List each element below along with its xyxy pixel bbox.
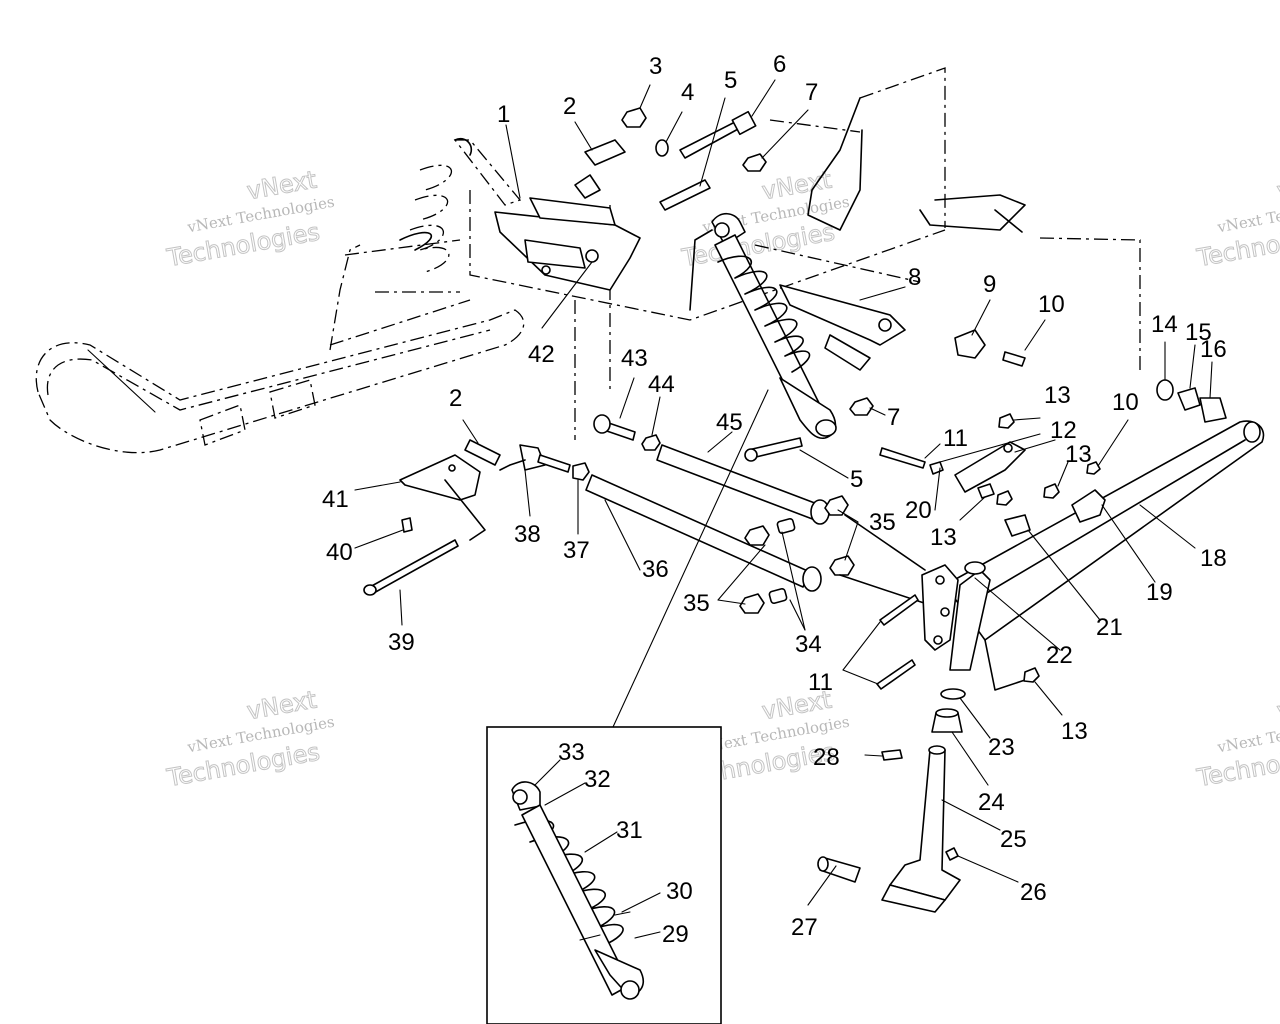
callout-label: 13 xyxy=(1061,718,1088,745)
watermark: vNext vNext Technologies Technologies xyxy=(679,165,851,273)
callout-label: 42 xyxy=(528,341,555,368)
callout-label: 12 xyxy=(1050,417,1077,444)
callout-label: 32 xyxy=(584,766,611,793)
callout-label: 35 xyxy=(683,590,710,617)
callout-label: 3 xyxy=(649,53,662,80)
callout-label: 25 xyxy=(1000,826,1027,853)
watermark: vNext vNext Technologies Technologies xyxy=(1194,165,1280,273)
callout-label: 7 xyxy=(805,79,818,106)
callout-label: 18 xyxy=(1200,545,1227,572)
callout-label: 41 xyxy=(322,486,349,513)
callout-label: 45 xyxy=(716,409,743,436)
spindle-assembly xyxy=(817,413,1106,913)
watermark-line: vNext Technologies xyxy=(1215,193,1280,237)
callout-label: 5 xyxy=(850,466,863,493)
inset-shock-detail xyxy=(486,726,722,1024)
arm-part-8 xyxy=(779,284,906,371)
callout-label: 27 xyxy=(791,914,818,941)
callout-label: 19 xyxy=(1146,579,1173,606)
callout-label: 44 xyxy=(648,371,675,398)
callout-label: 29 xyxy=(662,921,689,948)
callout-label: 10 xyxy=(1112,389,1139,416)
callout-label: 11 xyxy=(808,669,833,696)
callout-labels: 1 2 3 4 5 6 7 8 9 10 14 15 16 42 43 44 4… xyxy=(322,51,1227,948)
callout-label: 40 xyxy=(326,539,353,566)
callout-label: 1 xyxy=(497,101,510,128)
upper-bracket-part-1 xyxy=(494,174,641,291)
callout-label: 8 xyxy=(908,264,921,291)
callout-label: 43 xyxy=(621,345,648,372)
callout-label: 22 xyxy=(1046,642,1073,669)
shock-absorber-assembly xyxy=(689,212,837,440)
callout-label: 2 xyxy=(449,385,462,412)
callout-label: 36 xyxy=(642,556,669,583)
callout-label: 23 xyxy=(988,734,1015,761)
watermark: vNext vNext Technologies Technologies xyxy=(1194,685,1280,793)
tie-rods xyxy=(585,444,931,614)
callout-label: 13 xyxy=(930,524,957,551)
callout-label: 16 xyxy=(1200,336,1227,363)
callout-label: 9 xyxy=(983,271,996,298)
callout-label: 13 xyxy=(1065,441,1092,468)
callout-label: 21 xyxy=(1096,614,1123,641)
callout-label: 15 xyxy=(1185,319,1212,346)
chassis-outline xyxy=(469,67,1141,440)
callout-label: 5 xyxy=(724,67,737,94)
watermark-line: vNext Technologies xyxy=(1215,713,1280,757)
callout-label: 11 xyxy=(943,425,968,452)
watermark: vNext vNext Technologies Technologies xyxy=(164,165,336,273)
callout-label: 10 xyxy=(1038,291,1065,318)
leader-lines xyxy=(354,79,1213,939)
callout-label: 35 xyxy=(869,509,896,536)
watermark-line: vNext xyxy=(1275,686,1280,726)
steering-linkage-left xyxy=(363,439,590,596)
callout-label: 31 xyxy=(616,817,643,844)
callout-label: 7 xyxy=(887,404,900,431)
top-hardware xyxy=(584,107,1227,462)
callout-label: 30 xyxy=(666,878,693,905)
callout-label: 26 xyxy=(1020,879,1047,906)
callout-label: 20 xyxy=(905,497,932,524)
callout-label: 4 xyxy=(681,79,694,106)
watermark-line: vNext xyxy=(1275,166,1280,206)
callout-label: 38 xyxy=(514,521,541,548)
callout-label: 14 xyxy=(1151,311,1178,338)
trailing-arm-part-18 xyxy=(944,420,1265,691)
callout-label: 34 xyxy=(795,631,822,658)
callout-label: 39 xyxy=(388,629,415,656)
callout-label: 6 xyxy=(773,51,786,78)
callout-label: 37 xyxy=(563,537,590,564)
callout-label: 13 xyxy=(1044,382,1071,409)
left-shock-ghost xyxy=(399,137,473,251)
watermark: vNext vNext Technologies Technologies xyxy=(164,685,336,793)
callout-label: 28 xyxy=(813,744,840,771)
callout-label: 33 xyxy=(558,739,585,766)
callout-label: 24 xyxy=(978,789,1005,816)
callout-label: 2 xyxy=(563,93,576,120)
